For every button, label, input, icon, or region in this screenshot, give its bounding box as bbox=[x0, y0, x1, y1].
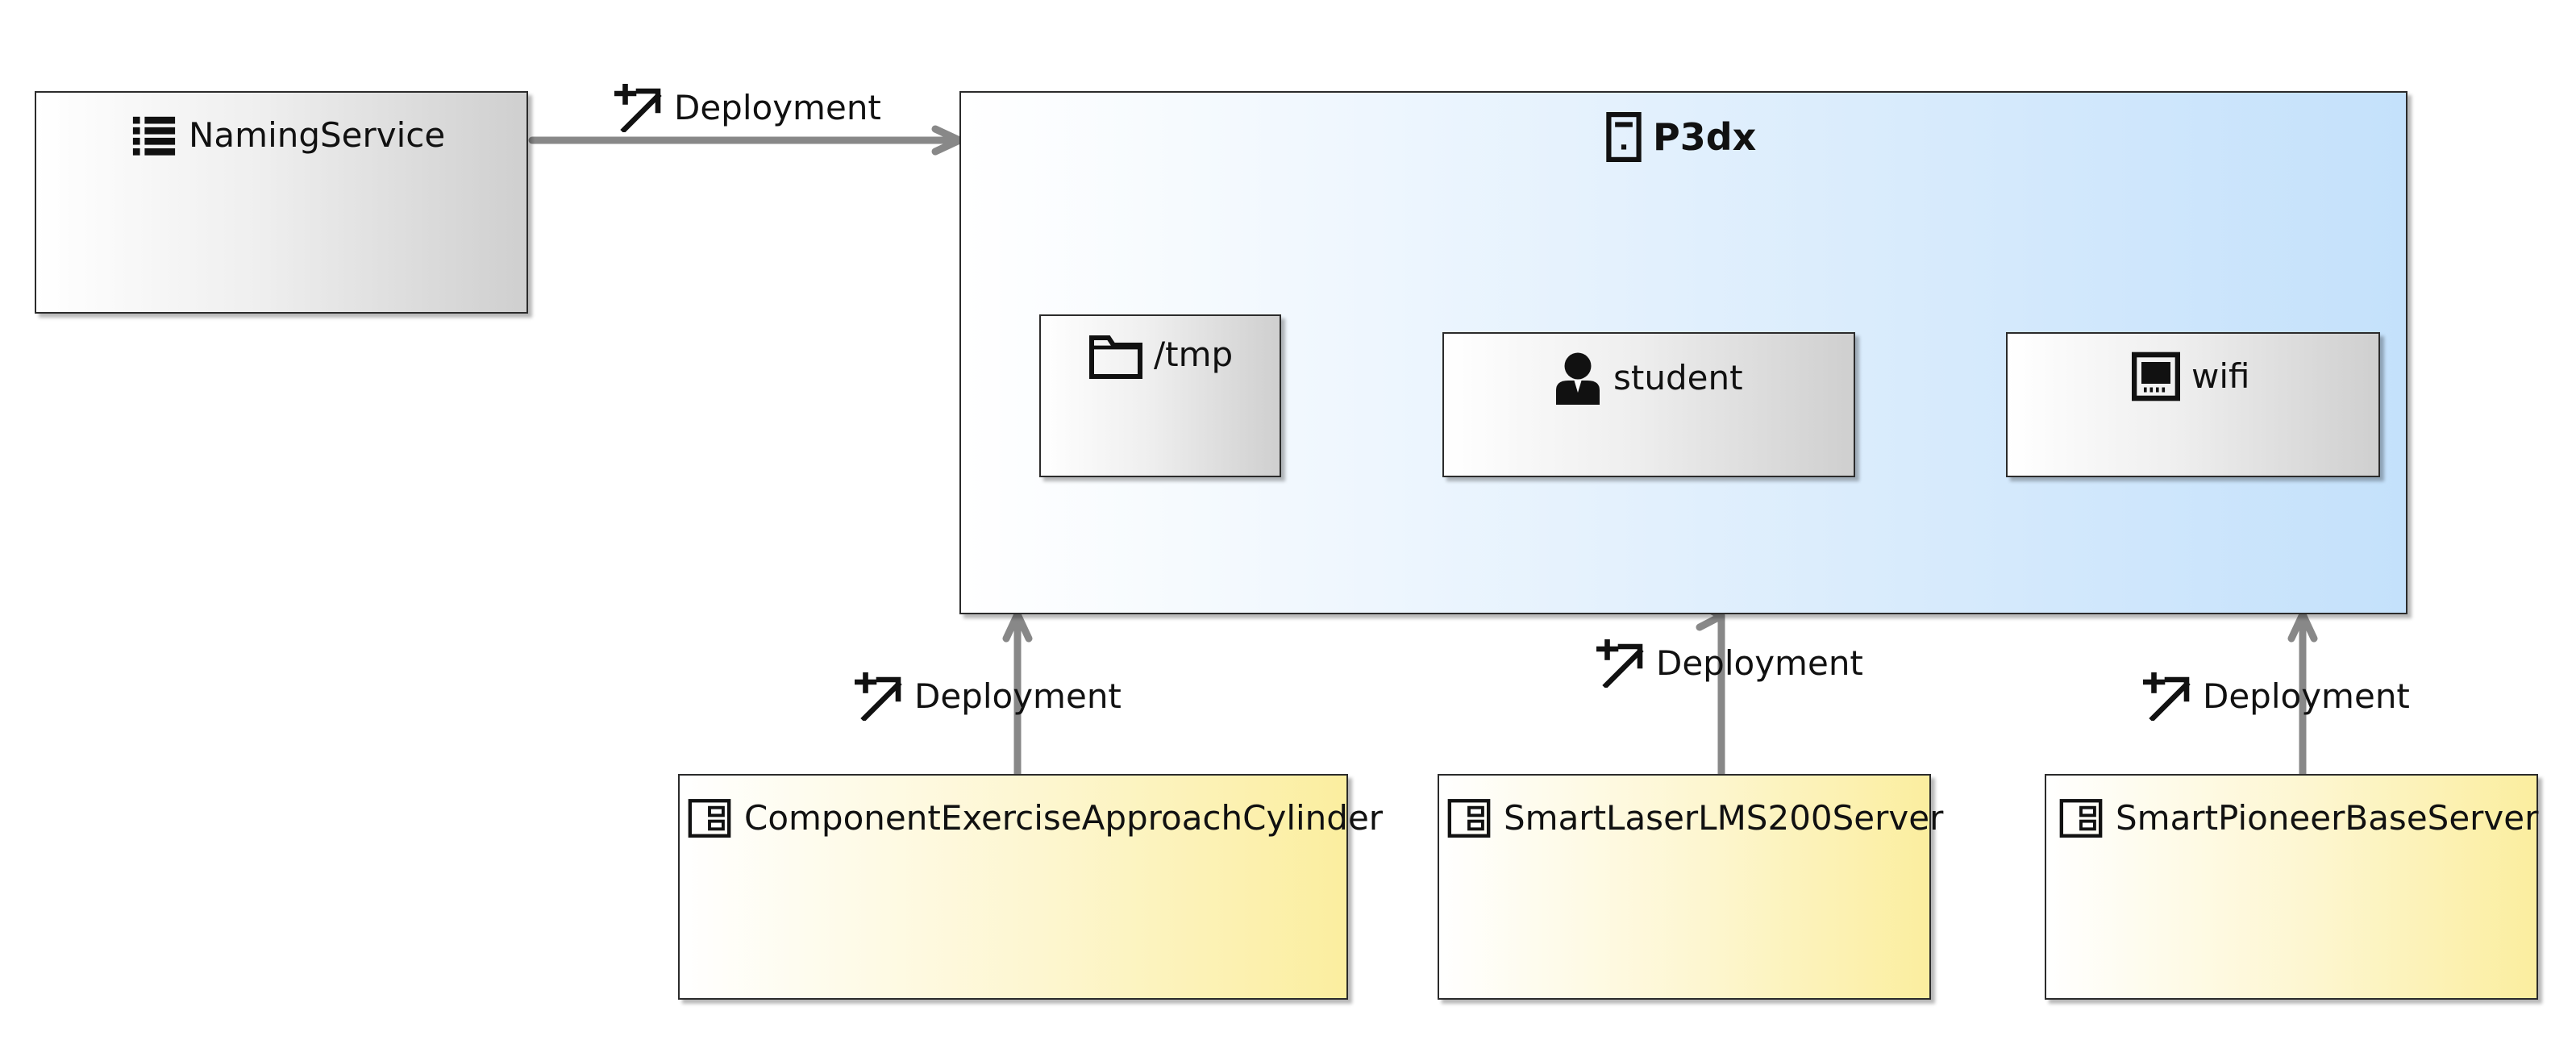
edge-label-text: Deployment bbox=[674, 88, 881, 127]
component-icon bbox=[1447, 799, 1491, 838]
edge-label-laser: Deployment bbox=[1596, 639, 1863, 688]
edge-label-text: Deployment bbox=[914, 676, 1122, 716]
p3dx-label: P3dx bbox=[1653, 115, 1757, 159]
smart-pioneer-base-server-node[interactable]: SmartPioneerBaseServer bbox=[2045, 774, 2538, 1000]
naming-service-node[interactable]: NamingService bbox=[35, 91, 528, 314]
wifi-label: wifi bbox=[2191, 356, 2250, 396]
edge-label-text: Deployment bbox=[1656, 643, 1863, 683]
folder-icon bbox=[1089, 335, 1142, 379]
network-port-icon bbox=[2132, 352, 2180, 401]
p3dx-device-node[interactable]: P3dx /tmp student bbox=[959, 91, 2407, 614]
edge-label-cylinder: Deployment bbox=[855, 672, 1122, 721]
component-exercise-approach-cylinder-label: ComponentExerciseApproachCylinder bbox=[744, 798, 1384, 838]
component-exercise-approach-cylinder-node[interactable]: ComponentExerciseApproachCylinder bbox=[678, 774, 1383, 1000]
naming-service-label: NamingService bbox=[189, 115, 446, 155]
tmp-node[interactable]: /tmp bbox=[1039, 314, 1281, 477]
user-icon bbox=[1556, 352, 1600, 405]
deployment-icon bbox=[2143, 672, 2191, 721]
deployment-icon bbox=[614, 84, 662, 132]
edge-label-text: Deployment bbox=[2203, 676, 2410, 716]
smart-laser-lms200-server-label: SmartLaserLMS200Server bbox=[1504, 798, 1944, 838]
student-label: student bbox=[1613, 358, 1743, 397]
deployment-edge-laser[interactable] bbox=[1696, 601, 1725, 778]
deployment-edge-naming-service[interactable] bbox=[528, 125, 963, 156]
list-icon bbox=[132, 116, 176, 156]
deployment-icon bbox=[1596, 639, 1644, 688]
edge-label-naming-service: Deployment bbox=[614, 84, 881, 132]
smart-pioneer-base-server-label: SmartPioneerBaseServer bbox=[2116, 798, 2539, 838]
wifi-node[interactable]: wifi bbox=[2006, 332, 2380, 477]
component-icon bbox=[688, 799, 731, 838]
student-node[interactable]: student bbox=[1442, 332, 1855, 477]
deployment-icon bbox=[855, 672, 902, 721]
smart-laser-lms200-server-node[interactable]: SmartLaserLMS200Server bbox=[1438, 774, 1943, 1000]
deployment-edge-pioneer[interactable] bbox=[2287, 610, 2318, 778]
device-icon bbox=[1606, 112, 1642, 162]
edge-label-pioneer: Deployment bbox=[2143, 672, 2410, 721]
deployment-edge-cylinder[interactable] bbox=[1002, 610, 1033, 778]
tmp-label: /tmp bbox=[1154, 335, 1234, 374]
component-icon bbox=[2059, 799, 2103, 838]
